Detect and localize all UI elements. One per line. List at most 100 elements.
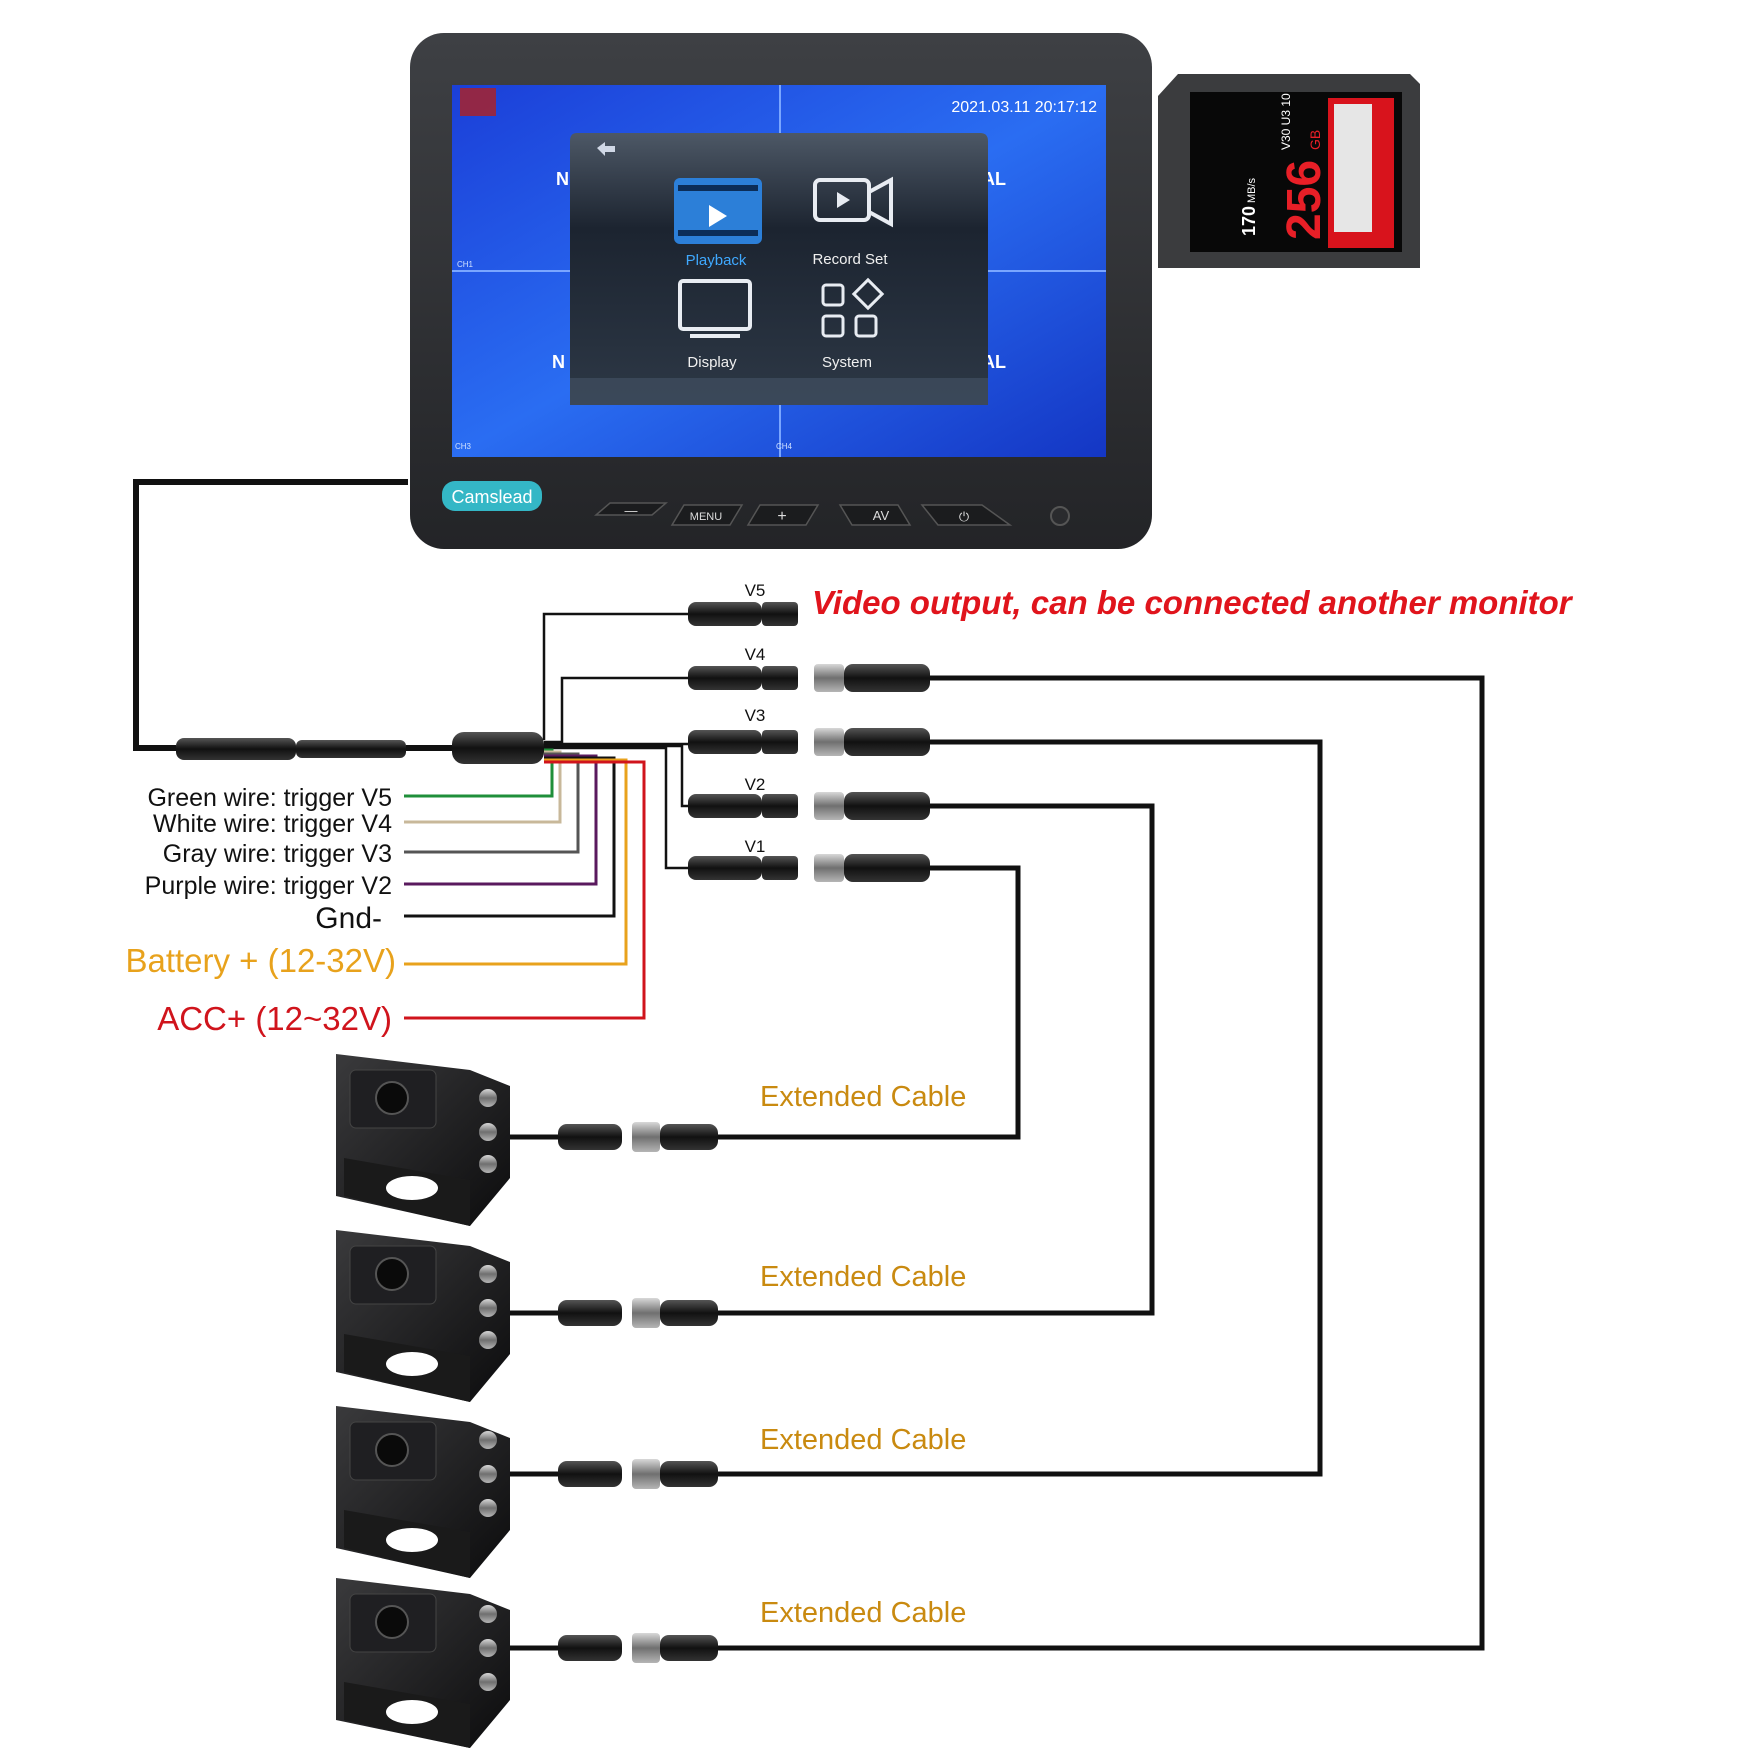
camera-1-mount-hole bbox=[386, 1176, 438, 1200]
port-v1-head bbox=[762, 856, 798, 880]
camera-1 bbox=[336, 1054, 718, 1226]
camera-4-ext-plug bbox=[660, 1635, 718, 1661]
menu-button-label: MENU bbox=[690, 511, 722, 523]
green-wire bbox=[404, 748, 554, 798]
plug-v4-nut bbox=[814, 664, 844, 692]
port-v2-label: V2 bbox=[745, 775, 766, 794]
camera-4-screw-2 bbox=[479, 1639, 497, 1657]
label-acc: ACC+ (12~32V) bbox=[157, 1000, 392, 1037]
plug-v4 bbox=[814, 664, 930, 692]
system-grid-icon bbox=[821, 283, 845, 307]
minus-button-label: — bbox=[625, 503, 638, 518]
menu-label-system: System bbox=[822, 354, 872, 371]
gnd-wire bbox=[404, 756, 616, 918]
menu-item-record-set[interactable]: Record Set bbox=[812, 176, 893, 268]
camera-2-screw-3 bbox=[479, 1331, 497, 1349]
camera-1-ext-plug bbox=[660, 1124, 718, 1150]
camera-3-ext-plug bbox=[660, 1461, 718, 1487]
play-triangle-icon bbox=[709, 205, 727, 227]
gray-wire bbox=[404, 752, 580, 854]
camera-3-plug bbox=[558, 1461, 622, 1487]
trigger-wires bbox=[404, 748, 646, 1020]
camera-2-plug bbox=[558, 1300, 622, 1326]
camera-4-screw-3 bbox=[479, 1673, 497, 1691]
extended-cable-labels: Extended Cable Extended Cable Extended C… bbox=[760, 1081, 966, 1629]
camera-1-plug bbox=[558, 1124, 622, 1150]
brand-logo: Camslead bbox=[451, 487, 532, 507]
camera-3-screw-2 bbox=[479, 1465, 497, 1483]
plug-v2-nut bbox=[814, 792, 844, 820]
menu-item-system[interactable]: System bbox=[821, 277, 885, 371]
sd-card-speed: 170 bbox=[1239, 206, 1259, 236]
cable-v3-to-cam3 bbox=[716, 739, 1323, 1477]
sd-card-white-band bbox=[1334, 104, 1372, 232]
plug-v3-nut bbox=[814, 728, 844, 756]
extended-cable-label-4: Extended Cable bbox=[760, 1597, 966, 1629]
cable-v4-to-cam4 bbox=[716, 675, 1485, 1651]
harness-cable bbox=[133, 479, 408, 751]
cameras bbox=[336, 1054, 718, 1748]
menu-label-playback: Playback bbox=[686, 252, 747, 269]
camera-3-screw-3 bbox=[479, 1499, 497, 1517]
menu-label-display: Display bbox=[687, 354, 737, 371]
camera-1-screw-1 bbox=[479, 1089, 497, 1107]
camera-2 bbox=[336, 1230, 718, 1402]
minus-button[interactable] bbox=[593, 502, 669, 516]
port-v3-head bbox=[762, 730, 798, 754]
plug-v3-body bbox=[844, 728, 930, 756]
camera-2-ext-plug bbox=[660, 1300, 718, 1326]
harness-splitter bbox=[452, 732, 544, 764]
monitor: 2021.03.11 20:17:12 N AL N AL CH1 CH3 CH… bbox=[410, 33, 1152, 549]
video-output-note: Video output, can be connected another m… bbox=[812, 584, 1574, 621]
port-v5-label: V5 bbox=[745, 581, 766, 600]
port-v2: V2 bbox=[688, 775, 798, 818]
camera-2-screw-2 bbox=[479, 1299, 497, 1317]
lead-v1 bbox=[544, 746, 690, 870]
power-button[interactable] bbox=[920, 504, 1013, 526]
port-v4-label: V4 bbox=[745, 645, 766, 664]
port-v1-label: V1 bbox=[745, 837, 766, 856]
cable-v1-to-cam1 bbox=[716, 865, 1021, 1140]
camera-3-screw-1 bbox=[479, 1431, 497, 1449]
camera-3-mount-hole bbox=[386, 1528, 438, 1552]
camera-4-lens bbox=[375, 1605, 409, 1639]
camera-3-coupler-nut bbox=[632, 1459, 660, 1489]
av-button[interactable] bbox=[838, 504, 912, 526]
plug-v1-nut bbox=[814, 854, 844, 882]
system-diamond-icon bbox=[851, 277, 885, 311]
video-port-leads bbox=[542, 612, 690, 870]
power-button-label: ⏻ bbox=[959, 509, 969, 524]
port-v3-body bbox=[688, 730, 762, 754]
back-arrow-icon[interactable] bbox=[597, 142, 615, 156]
label-battery: Battery + (12-32V) bbox=[125, 942, 396, 979]
sd-card-unit: GB bbox=[1307, 130, 1323, 150]
menu-button[interactable] bbox=[670, 504, 744, 526]
plug-v2-body bbox=[844, 792, 930, 820]
record-play-icon bbox=[837, 192, 850, 208]
camera-4 bbox=[336, 1578, 718, 1748]
plug-v2 bbox=[814, 792, 930, 820]
screen-datetime: 2021.03.11 20:17:12 bbox=[951, 99, 1097, 116]
monitor-cable bbox=[133, 479, 408, 751]
extended-cable-label-2: Extended Cable bbox=[760, 1261, 966, 1293]
menu-item-display[interactable]: Display bbox=[678, 279, 752, 371]
camera-3-lens bbox=[375, 1433, 409, 1467]
plus-button-label: + bbox=[777, 508, 786, 525]
camera-2-lens bbox=[375, 1257, 409, 1291]
camera-4-coupler-nut bbox=[632, 1633, 660, 1663]
av-button-label: AV bbox=[873, 508, 890, 523]
menu-panel-bg bbox=[570, 133, 988, 405]
plus-button[interactable] bbox=[746, 504, 820, 526]
label-purple-wire: Purple wire: trigger V2 bbox=[145, 872, 392, 900]
brand-badge bbox=[442, 481, 542, 511]
purple-wire bbox=[404, 754, 598, 886]
plug-v4-body bbox=[844, 664, 930, 692]
sd-card-speed-unit: MB/s bbox=[1246, 177, 1258, 203]
playback-icon-strip-bottom bbox=[678, 230, 758, 236]
label-white-wire: White wire: trigger V4 bbox=[153, 810, 392, 838]
menu-label-record-set: Record Set bbox=[812, 251, 888, 268]
menu-item-playback[interactable]: Playback bbox=[674, 178, 762, 269]
port-v2-body bbox=[688, 794, 762, 818]
label-gray-wire: Gray wire: trigger V3 bbox=[163, 840, 392, 868]
lead-v2 bbox=[544, 744, 690, 808]
